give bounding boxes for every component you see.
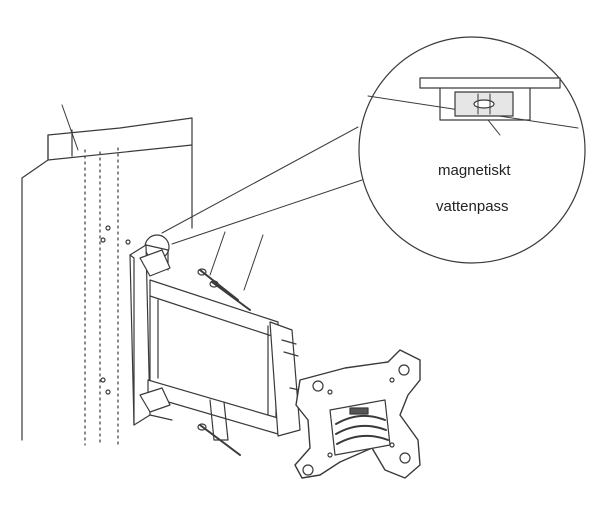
- arm-pivot: [269, 321, 301, 437]
- wall-plate: [129, 244, 173, 426]
- callout-label-line1: magnetiskt: [438, 162, 511, 179]
- lag-bolts: [197, 231, 264, 456]
- level-magnifier-callout: [161, 36, 586, 264]
- vesa-plate: [294, 349, 421, 479]
- wall-stud: [21, 104, 193, 446]
- drill-holes: [100, 225, 131, 395]
- callout-label-line2: vattenpass: [436, 198, 509, 215]
- upper-arm: [139, 249, 279, 423]
